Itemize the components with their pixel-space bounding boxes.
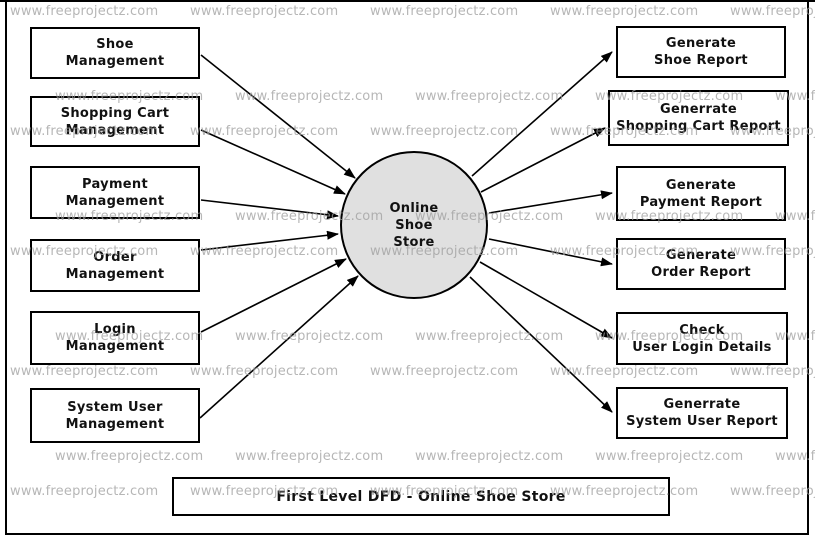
entity-order-management: Order Management [30, 239, 200, 292]
output-generate-order-report: Generate Order Report [616, 238, 786, 290]
entity-label: Management [65, 339, 165, 354]
entity-label: Order [93, 249, 137, 265]
output-label: Order Report [651, 265, 751, 280]
output-label: Generate [665, 248, 737, 263]
process-label: Store [393, 234, 435, 250]
entity-label: Management [65, 416, 165, 432]
diagram-title: First Level DFD - Online Shoe Store [276, 488, 566, 505]
top-border-line [0, 0, 815, 2]
entity-label: Management [65, 54, 165, 69]
output-label: Shoe Report [654, 53, 748, 68]
entity-system-user-management: System User Management [30, 388, 200, 443]
output-label: Payment Report [639, 194, 763, 210]
output-label: User Login Details [632, 339, 772, 355]
output-generate-payment-report: Generate Payment Report [616, 166, 786, 221]
output-label: Generrate [663, 397, 741, 412]
output-label: Generrate [660, 102, 737, 117]
output-label: Shopping Cart Report [616, 119, 781, 134]
entity-shoe-management: Shoe Management [30, 27, 200, 79]
output-label: System User Report [626, 414, 778, 429]
entity-label: Login [94, 322, 136, 337]
output-generate-shopping-cart-report: Generrate Shopping Cart Report [608, 90, 789, 146]
process-label: Shoe [395, 217, 433, 233]
diagram-title-box: First Level DFD - Online Shoe Store [172, 477, 670, 516]
entity-label: Payment [82, 176, 148, 192]
entity-label: Shopping Cart [60, 105, 170, 121]
output-generate-shoe-report: Generate Shoe Report [616, 26, 786, 78]
output-check-user-login-details: Check User Login Details [616, 312, 788, 365]
entity-payment-management: Payment Management [30, 166, 200, 219]
entity-label: Management [65, 266, 165, 282]
output-label: Check [679, 322, 725, 338]
output-generate-system-user-report: Generrate System User Report [616, 387, 788, 439]
entity-shopping-cart-management: Shopping Cart Management [30, 96, 200, 147]
entity-login-management: Login Management [30, 311, 200, 365]
process-label: Online [389, 200, 439, 216]
process-online-shoe-store: Online Shoe Store [340, 151, 488, 299]
output-label: Generate [665, 36, 737, 51]
entity-label: Shoe [96, 37, 134, 52]
output-label: Generate [665, 177, 737, 193]
entity-label: Management [65, 193, 165, 209]
entity-label: System User [67, 399, 163, 415]
entity-label: Management [65, 122, 165, 138]
